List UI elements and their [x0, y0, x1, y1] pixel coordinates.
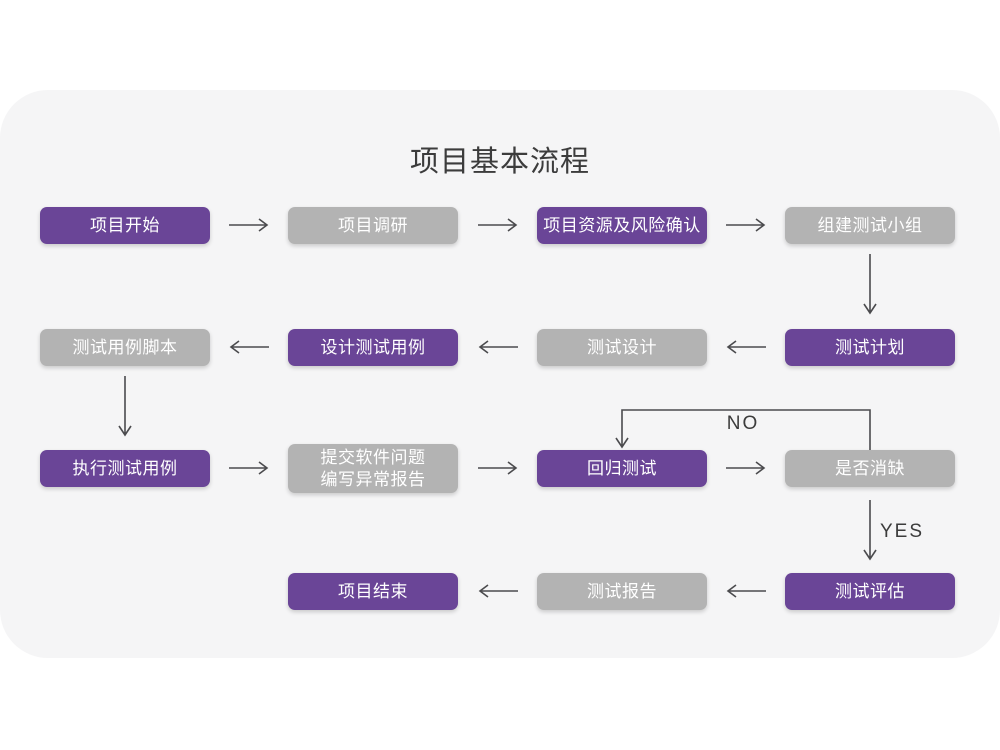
- flow-node-test-design: 测试设计: [537, 329, 707, 366]
- flow-node-execute-test-cases: 执行测试用例: [40, 450, 210, 487]
- flow-node-project-research: 项目调研: [288, 207, 458, 244]
- no-branch-label: NO: [726, 413, 760, 434]
- flow-node-test-case-script: 测试用例脚本: [40, 329, 210, 366]
- arrow-left-icon: [724, 339, 768, 355]
- arrow-right-icon: [724, 217, 768, 233]
- flow-node-project-resources-risk: 项目资源及风险确认: [537, 207, 707, 244]
- flow-node-test-evaluation: 测试评估: [785, 573, 955, 610]
- arrow-right-icon: [227, 460, 271, 476]
- page-title: 项目基本流程: [409, 146, 590, 178]
- flow-node-defect-resolved: 是否消缺: [785, 450, 955, 487]
- yes-branch-label: YES: [880, 521, 925, 542]
- arrow-right-icon: [476, 460, 520, 476]
- flow-node-design-test-cases: 设计测试用例: [288, 329, 458, 366]
- arrow-down-icon: [862, 252, 878, 316]
- arrow-left-icon: [476, 339, 520, 355]
- flow-node-regression-test: 回归测试: [537, 450, 707, 487]
- arrow-down-icon: [862, 498, 878, 562]
- no-loop-connector: [614, 402, 878, 454]
- arrow-left-icon: [476, 583, 520, 599]
- flow-node-test-report: 测试报告: [537, 573, 707, 610]
- flow-node-project-end: 项目结束: [288, 573, 458, 610]
- arrow-left-icon: [724, 583, 768, 599]
- arrow-down-icon: [117, 374, 133, 438]
- flow-node-project-start: 项目开始: [40, 207, 210, 244]
- flow-node-test-plan: 测试计划: [785, 329, 955, 366]
- flowchart-card: [0, 90, 1000, 658]
- arrow-right-icon: [227, 217, 271, 233]
- flow-node-submit-issues-report: 提交软件问题 编写异常报告: [288, 444, 458, 493]
- arrow-left-icon: [227, 339, 271, 355]
- flow-node-build-test-team: 组建测试小组: [785, 207, 955, 244]
- arrow-right-icon: [476, 217, 520, 233]
- arrow-right-icon: [724, 460, 768, 476]
